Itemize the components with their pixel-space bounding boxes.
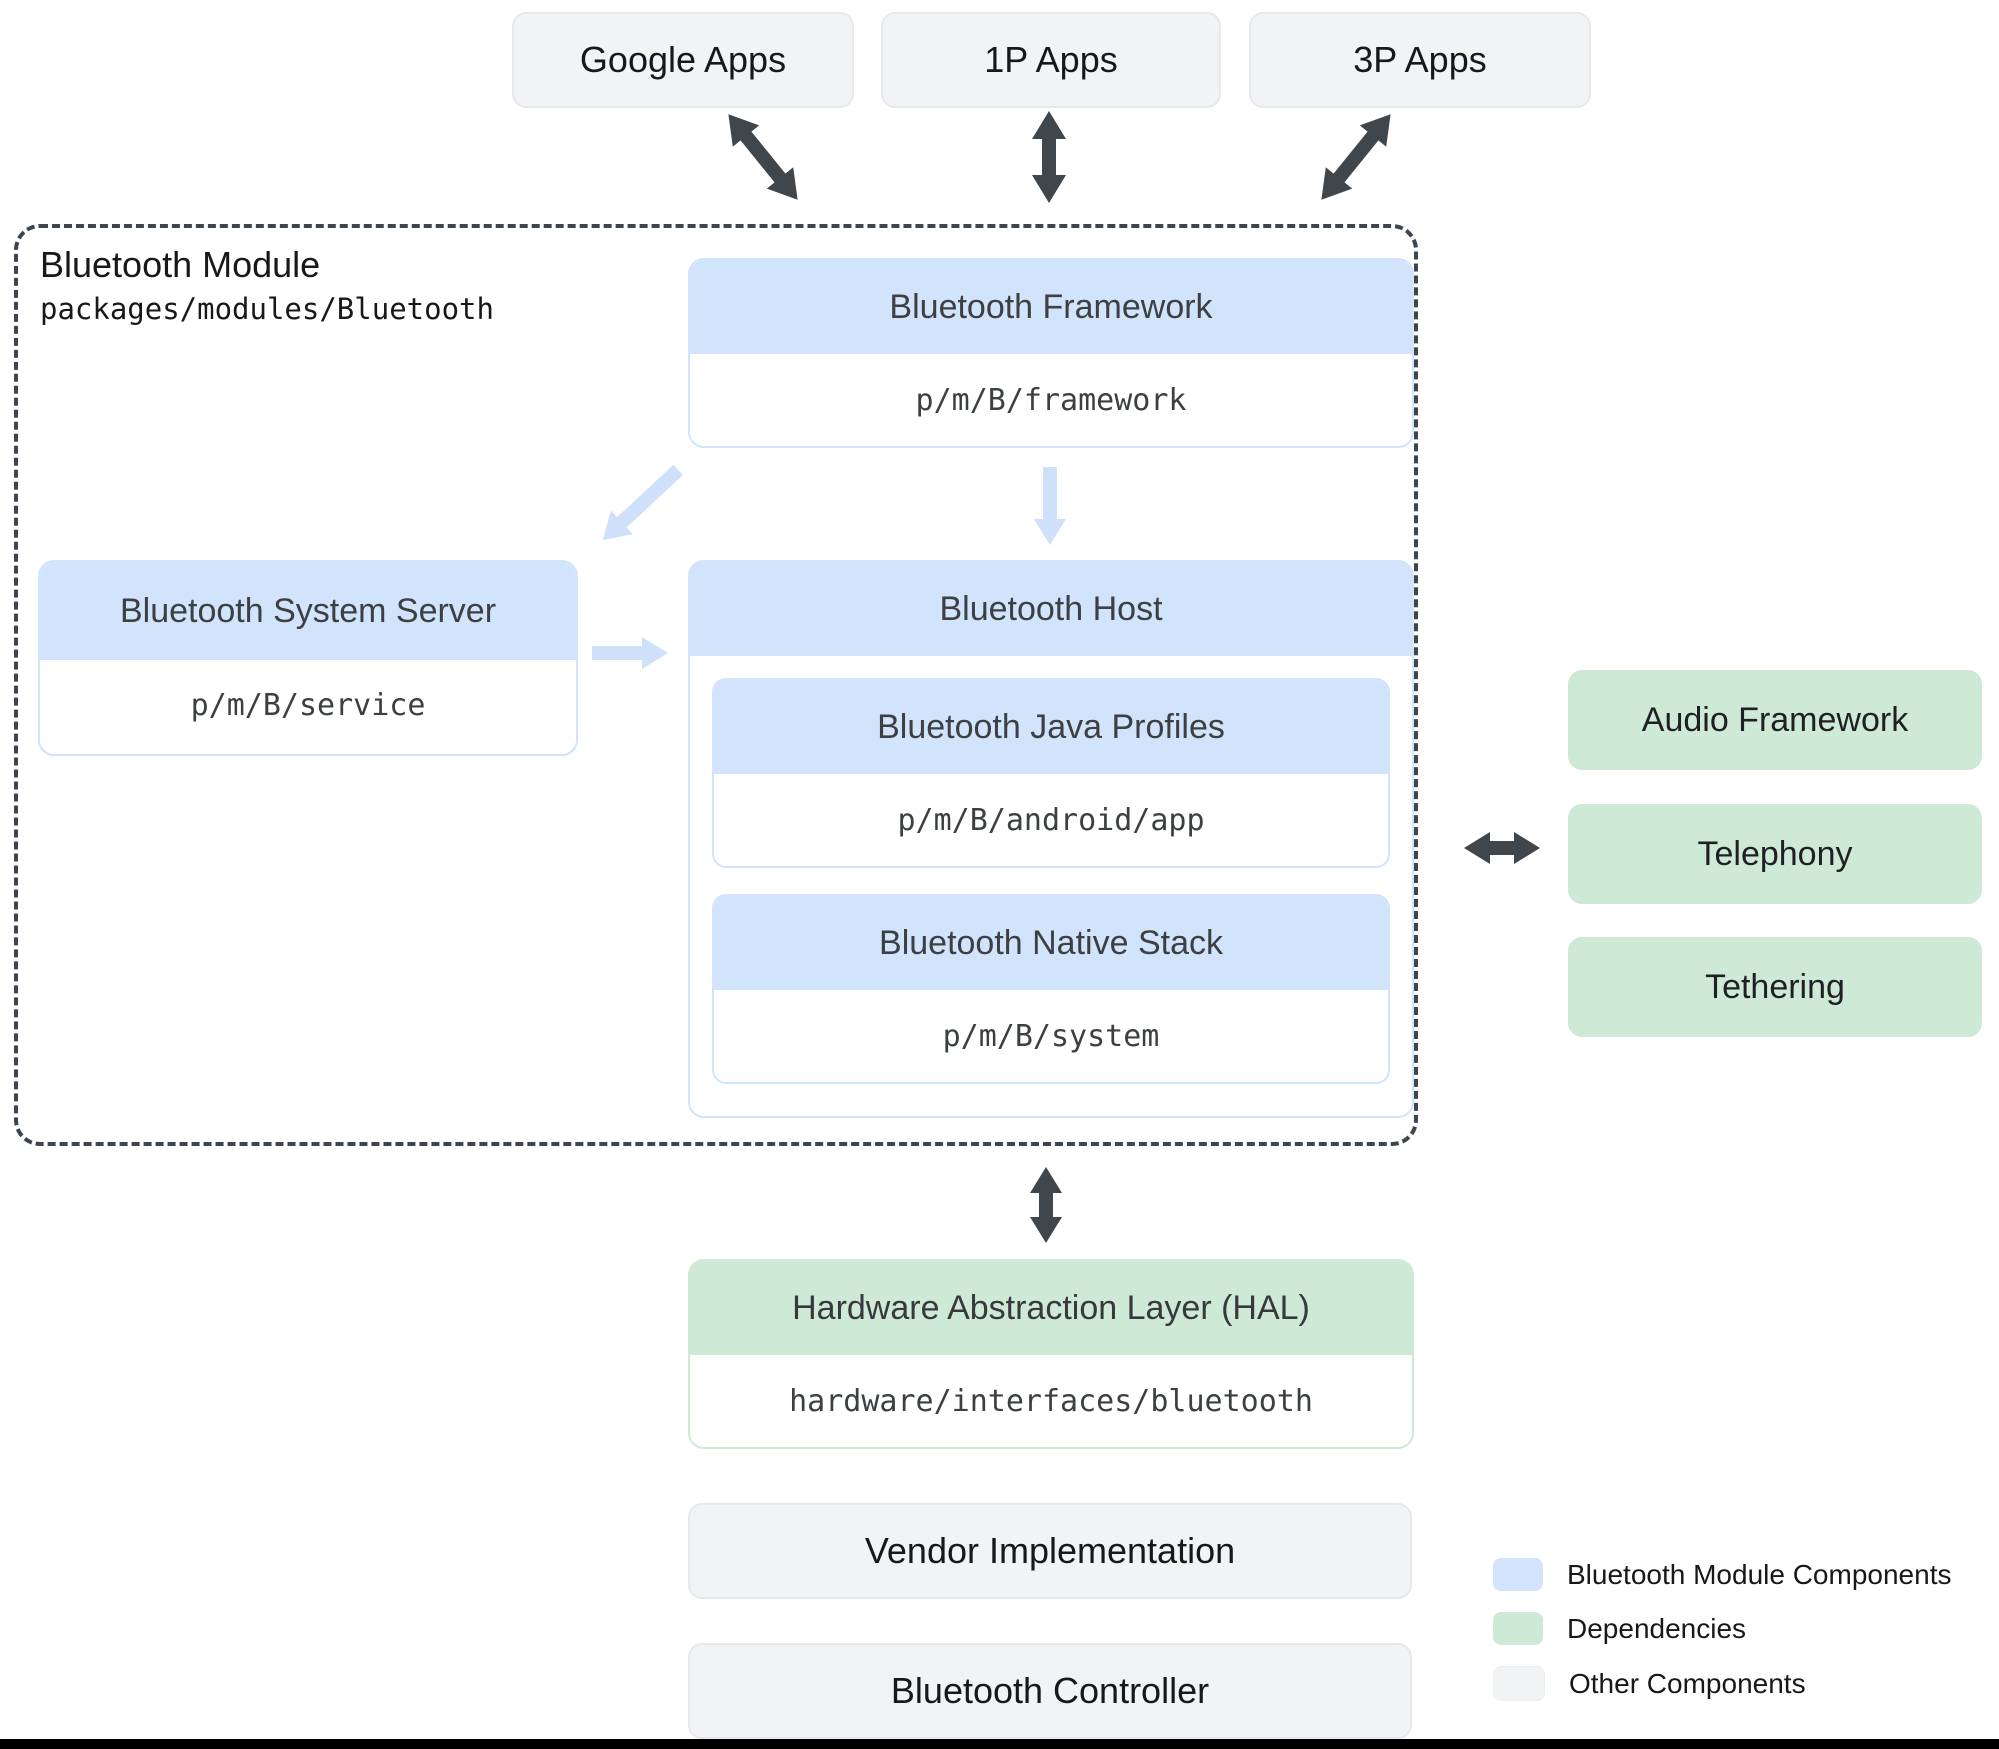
down-left-arrow-icon bbox=[602, 464, 683, 541]
legend-label: Other Components bbox=[1569, 1667, 1806, 1699]
bluetooth-java-profiles-path: p/m/B/android/app bbox=[714, 774, 1388, 866]
first-party-apps-box: 1P Apps bbox=[881, 12, 1221, 108]
bluetooth-framework-path: p/m/B/framework bbox=[690, 354, 1412, 446]
bluetooth-native-stack-title: Bluetooth Native Stack bbox=[879, 923, 1223, 962]
bluetooth-java-profiles-title: Bluetooth Java Profiles bbox=[877, 707, 1225, 746]
first-party-apps-label: 1P Apps bbox=[984, 39, 1118, 80]
bluetooth-java-profiles-box: Bluetooth Java Profiles p/m/B/android/ap… bbox=[712, 678, 1390, 868]
google-apps-label: Google Apps bbox=[579, 39, 787, 80]
audio-framework-box: Audio Framework bbox=[1568, 670, 1982, 770]
bluetooth-module-path: packages/modules/Bluetooth bbox=[40, 292, 494, 326]
legend-label: Dependencies bbox=[1567, 1612, 1747, 1644]
tethering-box: Tethering bbox=[1568, 937, 1982, 1037]
bluetooth-system-server-title: Bluetooth System Server bbox=[119, 591, 497, 630]
legend-label: Bluetooth Module Components bbox=[1567, 1558, 1952, 1590]
bluetooth-native-stack-path: p/m/B/system bbox=[714, 990, 1388, 1082]
bluetooth-framework-title: Bluetooth Framework bbox=[889, 287, 1213, 326]
bluetooth-framework-header: Bluetooth Framework bbox=[690, 260, 1412, 354]
legend-row-module-components: Bluetooth Module Components bbox=[1493, 1558, 1951, 1591]
telephony-label: Telephony bbox=[1697, 834, 1853, 873]
legend-row-dependencies: Dependencies bbox=[1493, 1612, 1746, 1645]
bluetooth-system-server-path: p/m/B/service bbox=[40, 660, 576, 750]
hal-title: Hardware Abstraction Layer (HAL) bbox=[792, 1288, 1310, 1327]
bluetooth-java-profiles-header: Bluetooth Java Profiles bbox=[714, 680, 1388, 774]
bluetooth-host-title: Bluetooth Host bbox=[939, 589, 1163, 628]
legend-swatch-gray bbox=[1493, 1666, 1545, 1701]
double-arrow-icon bbox=[1464, 832, 1540, 864]
telephony-box: Telephony bbox=[1568, 804, 1982, 904]
bluetooth-host-header: Bluetooth Host bbox=[690, 562, 1412, 656]
vendor-implementation-label: Vendor Implementation bbox=[864, 1530, 1236, 1571]
legend-swatch-blue bbox=[1493, 1558, 1543, 1591]
bluetooth-system-server-header: Bluetooth System Server bbox=[40, 562, 576, 660]
third-party-apps-label: 3P Apps bbox=[1353, 39, 1487, 80]
bluetooth-native-stack-box: Bluetooth Native Stack p/m/B/system bbox=[712, 894, 1390, 1084]
hal-header: Hardware Abstraction Layer (HAL) bbox=[690, 1261, 1412, 1355]
bluetooth-native-stack-header: Bluetooth Native Stack bbox=[714, 896, 1388, 990]
bluetooth-framework-box: Bluetooth Framework p/m/B/framework bbox=[688, 258, 1414, 448]
double-arrow-icon bbox=[728, 114, 798, 200]
bluetooth-system-server-box: Bluetooth System Server p/m/B/service bbox=[38, 560, 578, 756]
bluetooth-controller-label: Bluetooth Controller bbox=[890, 1670, 1210, 1711]
bluetooth-controller-box: Bluetooth Controller bbox=[688, 1643, 1412, 1739]
google-apps-box: Google Apps bbox=[512, 12, 854, 108]
audio-framework-label: Audio Framework bbox=[1641, 700, 1909, 739]
vendor-implementation-box: Vendor Implementation bbox=[688, 1503, 1412, 1599]
down-arrow-icon bbox=[1034, 467, 1066, 545]
right-arrow-icon bbox=[592, 637, 668, 669]
double-arrow-icon bbox=[1032, 111, 1066, 203]
legend-row-other-components: Other Components bbox=[1493, 1666, 1806, 1701]
hal-box: Hardware Abstraction Layer (HAL) hardwar… bbox=[688, 1259, 1414, 1449]
bottom-edge-bar bbox=[0, 1739, 1999, 1749]
hal-path: hardware/interfaces/bluetooth bbox=[690, 1355, 1412, 1447]
bluetooth-module-title: Bluetooth Module bbox=[40, 244, 321, 285]
double-arrow-icon bbox=[1321, 114, 1391, 200]
double-arrow-icon bbox=[1030, 1167, 1062, 1243]
third-party-apps-box: 3P Apps bbox=[1249, 12, 1591, 108]
tethering-label: Tethering bbox=[1705, 967, 1845, 1006]
legend-swatch-green bbox=[1493, 1612, 1543, 1645]
bluetooth-module-outline bbox=[14, 224, 1418, 1146]
